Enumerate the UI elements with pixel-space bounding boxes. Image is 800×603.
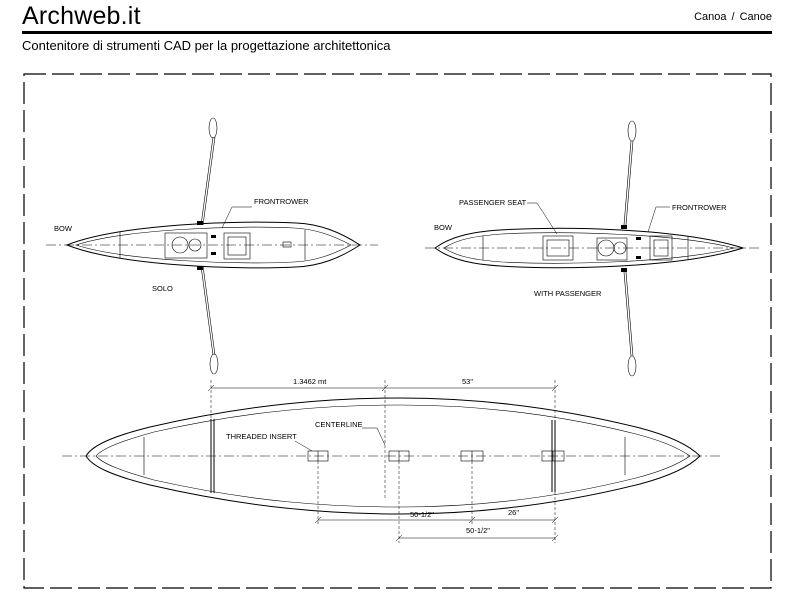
solo-oar-blade — [209, 353, 219, 375]
solo-oar-shaft — [202, 136, 216, 226]
solo-oar-shaft — [202, 265, 216, 356]
oarlock — [211, 235, 216, 238]
solo-oar-shaft — [200, 136, 214, 226]
dim-tick — [551, 384, 559, 392]
breadcrumb: Canoa / Canoe — [694, 11, 772, 23]
passenger-oar-shaft — [623, 271, 632, 357]
passenger-oar-shaft — [625, 271, 634, 357]
passenger-seat-inner — [546, 239, 570, 257]
leader-line — [221, 206, 233, 229]
passenger-seat — [542, 235, 574, 261]
canoe-passenger-view: BOW PASSENGER SEAT FRONTROWER WITH PASSE… — [425, 120, 760, 377]
label-solo-bow: BOW — [54, 224, 73, 233]
passenger-oar-blade — [627, 355, 637, 377]
site-logo[interactable]: Archweb.it — [22, 2, 141, 30]
breadcrumb-separator: / — [731, 11, 735, 23]
oarlock — [621, 225, 627, 229]
breadcrumb-item-canoe[interactable]: Canoe — [739, 11, 772, 23]
page-subtitle: Contenitore di strumenti CAD per la prog… — [22, 38, 391, 53]
solo-hull-outer — [65, 221, 361, 269]
solo-seat — [223, 232, 251, 260]
passenger-oar-blade — [627, 120, 637, 142]
leader-line — [647, 206, 657, 233]
oarlock — [197, 221, 203, 225]
solo-oar-shaft — [200, 265, 214, 356]
rower-head — [171, 236, 189, 254]
label-passenger-frontrower: FRONTROWER — [672, 203, 727, 212]
rower-seat-inner — [653, 239, 669, 257]
dim-tick — [314, 516, 322, 524]
passenger-oar-shaft — [625, 140, 634, 226]
breadcrumb-item-canoa[interactable]: Canoa — [694, 11, 727, 23]
solo-seat — [164, 232, 208, 259]
label-centerline: CENTERLINE — [315, 420, 363, 429]
oarlock — [621, 268, 627, 272]
solo-insert — [282, 241, 292, 248]
dim-label-53: 53" — [462, 377, 473, 386]
label-solo-frontrower: FRONTROWER — [254, 197, 309, 206]
dim-label-26: 26" — [508, 508, 519, 517]
plan-hull-inner — [95, 404, 691, 508]
solo-oar-blade — [208, 117, 218, 139]
dim-label-metric: 1.3462 mt — [293, 377, 327, 386]
label-solo-caption: SOLO — [152, 284, 173, 293]
leader-line — [376, 427, 386, 446]
label-passenger-seat: PASSENGER SEAT — [459, 198, 527, 207]
dim-tick — [468, 516, 476, 524]
header-divider — [22, 31, 772, 34]
leader-line — [536, 202, 558, 235]
dim-tick — [207, 384, 215, 392]
dim-tick — [381, 384, 389, 392]
oarlock — [636, 256, 641, 259]
dim-tick — [551, 516, 559, 524]
passenger-hull-inner — [443, 232, 735, 264]
oarlock — [211, 252, 216, 255]
rower-seat — [596, 237, 628, 261]
oarlock — [636, 237, 641, 240]
plan-hull-outer — [85, 397, 701, 515]
label-passenger-bow: BOW — [434, 223, 453, 232]
dim-tick — [551, 534, 559, 542]
dim-tick — [395, 534, 403, 542]
rower-body — [188, 238, 202, 252]
passenger-hull-outer — [434, 227, 745, 269]
canoe-solo-view: BOW FRONTROWER SOLO — [46, 117, 378, 375]
leader-line — [294, 440, 313, 452]
oarlock — [197, 266, 203, 270]
solo-hull-inner — [75, 226, 352, 264]
rower-body — [613, 241, 627, 255]
dim-label-50a: 50-1/2" — [410, 510, 434, 519]
dim-label-50b: 50-1/2" — [466, 526, 490, 535]
canoe-plan-view: 1.3462 mt 53" 50-1/2" 26" 50-1/2" THREAD… — [62, 377, 722, 543]
passenger-oar-shaft — [623, 140, 632, 226]
drawing-frame — [23, 73, 772, 589]
rower-seat — [649, 235, 673, 261]
label-passenger-caption: WITH PASSENGER — [534, 289, 602, 298]
solo-seat-inner — [227, 236, 247, 256]
label-threaded-insert: THREADED INSERT — [226, 432, 297, 441]
